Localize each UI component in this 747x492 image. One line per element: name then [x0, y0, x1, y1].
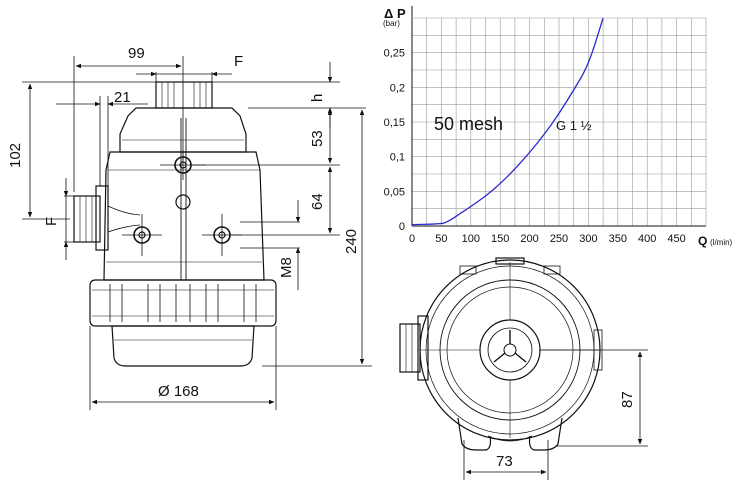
centre-boss — [175, 194, 191, 210]
filter-side-view — [73, 81, 277, 367]
bowl-bottom — [111, 325, 255, 367]
mesh-annotation: 50 mesh — [434, 114, 503, 134]
x-tick-label: 100 — [462, 233, 480, 245]
top-view-foot-left — [457, 417, 492, 451]
top-view-foot-right — [528, 417, 563, 451]
side-inlet — [73, 195, 101, 243]
chart-plot-frame — [411, 6, 707, 227]
chart-series-group — [411, 17, 604, 226]
y-tick-label: 0,25 — [384, 48, 405, 60]
y-tick-label: 0,05 — [384, 186, 405, 198]
y-axis-title: Δ P — [384, 6, 406, 21]
x-tick-label: 350 — [609, 233, 627, 245]
x-tick-label: 450 — [667, 233, 685, 245]
dim-64-label: 64 — [309, 193, 326, 210]
x-tick-label: 150 — [491, 233, 509, 245]
chart-grid — [412, 18, 706, 226]
dim-73-label: 73 — [496, 453, 513, 470]
dim-m8-label: M8 — [278, 257, 295, 278]
x-axis-title: Q — [698, 234, 707, 248]
series-line-g1-half — [411, 17, 604, 226]
y-axis-unit: (bar) — [383, 19, 400, 28]
dim-240-label: 240 — [343, 229, 360, 254]
x-axis-unit: (l/min) — [710, 238, 733, 247]
side-view-dimensions — [22, 56, 372, 410]
dim-53-label: 53 — [309, 130, 326, 147]
outlet-nipple — [155, 81, 213, 109]
x-tick-label: 300 — [579, 233, 597, 245]
dim-87-label: 87 — [619, 391, 636, 408]
dim-102-label: 102 — [7, 143, 24, 168]
dim-21-label: 21 — [114, 89, 131, 106]
y-axis-ticks: 0 0,05 0,1 0,15 0,2 0,25 — [384, 48, 405, 233]
x-tick-label: 0 — [409, 233, 415, 245]
x-tick-label: 250 — [550, 233, 568, 245]
side-view-dimension-labels: 99 F 21 102 F h 53 64 M8 240 Ø 168 — [7, 45, 360, 400]
gauge-port-left — [122, 214, 162, 256]
top-view-inlet-flange — [417, 315, 429, 381]
dim-inlet-thread-label: F — [43, 217, 60, 226]
y-tick-label: 0,1 — [390, 152, 405, 164]
top-view-inlet — [399, 323, 421, 373]
top-view-dimension-labels: 87 73 — [496, 391, 636, 470]
dim-h-label: h — [309, 94, 326, 102]
x-tick-label: 400 — [638, 233, 656, 245]
top-view-tab — [495, 257, 525, 265]
y-tick-label: 0,2 — [390, 82, 405, 94]
y-tick-label: 0 — [399, 221, 405, 233]
x-tick-label: 200 — [520, 233, 538, 245]
series-label-g1-half: G 1 ½ — [556, 118, 592, 133]
dim-thread-label: F — [234, 53, 243, 70]
top-view-outlet — [479, 319, 541, 381]
top-view-dimensions — [463, 349, 648, 480]
dim-99-label: 99 — [128, 45, 145, 62]
inlet-flange — [95, 185, 109, 251]
y-tick-label: 0,15 — [384, 117, 405, 129]
x-axis-ticks: 0 50 100 150 200 250 300 350 400 450 — [409, 233, 686, 245]
dim-diameter-label: Ø 168 — [158, 383, 199, 400]
ring-nut — [89, 279, 277, 327]
filter-top-view — [399, 257, 603, 451]
filter-body — [103, 151, 265, 281]
pressure-drop-chart: 0 0,05 0,1 0,15 0,2 0,25 0 50 100 150 200 250 300 35… — [383, 6, 733, 248]
x-tick-label: 50 — [435, 233, 447, 245]
